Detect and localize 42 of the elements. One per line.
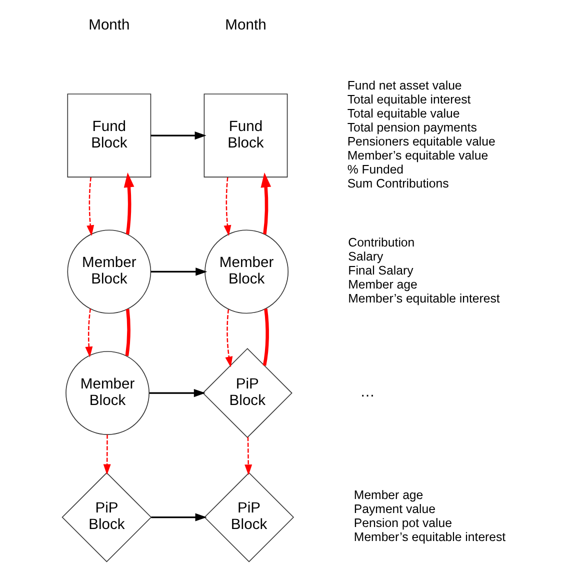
node-box: Fund Block <box>67 94 152 178</box>
arrow <box>149 389 206 398</box>
node-diamond: PiP Block <box>202 348 292 438</box>
arrow <box>260 172 272 234</box>
node-label: Member age <box>354 488 424 502</box>
node-circle: Member Block <box>67 230 152 314</box>
node-circle: Member Block <box>204 230 289 314</box>
arrow <box>151 513 207 522</box>
label: … <box>360 384 375 401</box>
arrow <box>225 309 233 368</box>
arrow <box>150 268 208 276</box>
node-label: % Funded <box>347 162 404 176</box>
node-label: Member’s equitable value <box>347 148 488 162</box>
node-label: Pensioners equitable value <box>347 134 496 148</box>
node-diamond: PiP Block <box>204 472 294 562</box>
node-box: Fund Block <box>204 94 288 178</box>
node-diamond: PiP Block <box>62 472 152 562</box>
arrow <box>86 177 94 236</box>
connector <box>262 308 269 366</box>
arrow <box>85 308 93 358</box>
node-label: Sum Contributions <box>347 176 449 190</box>
arrow <box>103 434 111 475</box>
node-label: Pension pot value <box>354 516 452 530</box>
arrow <box>150 132 206 140</box>
node-label: Salary <box>348 250 384 264</box>
node-label: Member age <box>348 278 418 292</box>
arrow <box>244 437 252 476</box>
node-label: Payment value <box>354 502 436 516</box>
node-label: Total equitable interest <box>347 92 471 106</box>
node-label: Member’s equitable interest <box>354 530 506 544</box>
node-circle: Member Block <box>66 351 150 435</box>
label: Month <box>88 18 130 34</box>
node-label: Total equitable value <box>347 106 460 120</box>
node-label: Contribution <box>348 236 415 250</box>
label: Month <box>225 18 266 34</box>
node-label: Fund net asset value <box>347 78 462 92</box>
node-label: Final Salary <box>348 264 414 278</box>
node-label: Member’s equitable interest <box>348 292 500 306</box>
arrow <box>124 172 134 235</box>
node-label: Total pension payments <box>347 120 477 134</box>
arrow <box>224 177 232 236</box>
connector <box>125 308 130 356</box>
